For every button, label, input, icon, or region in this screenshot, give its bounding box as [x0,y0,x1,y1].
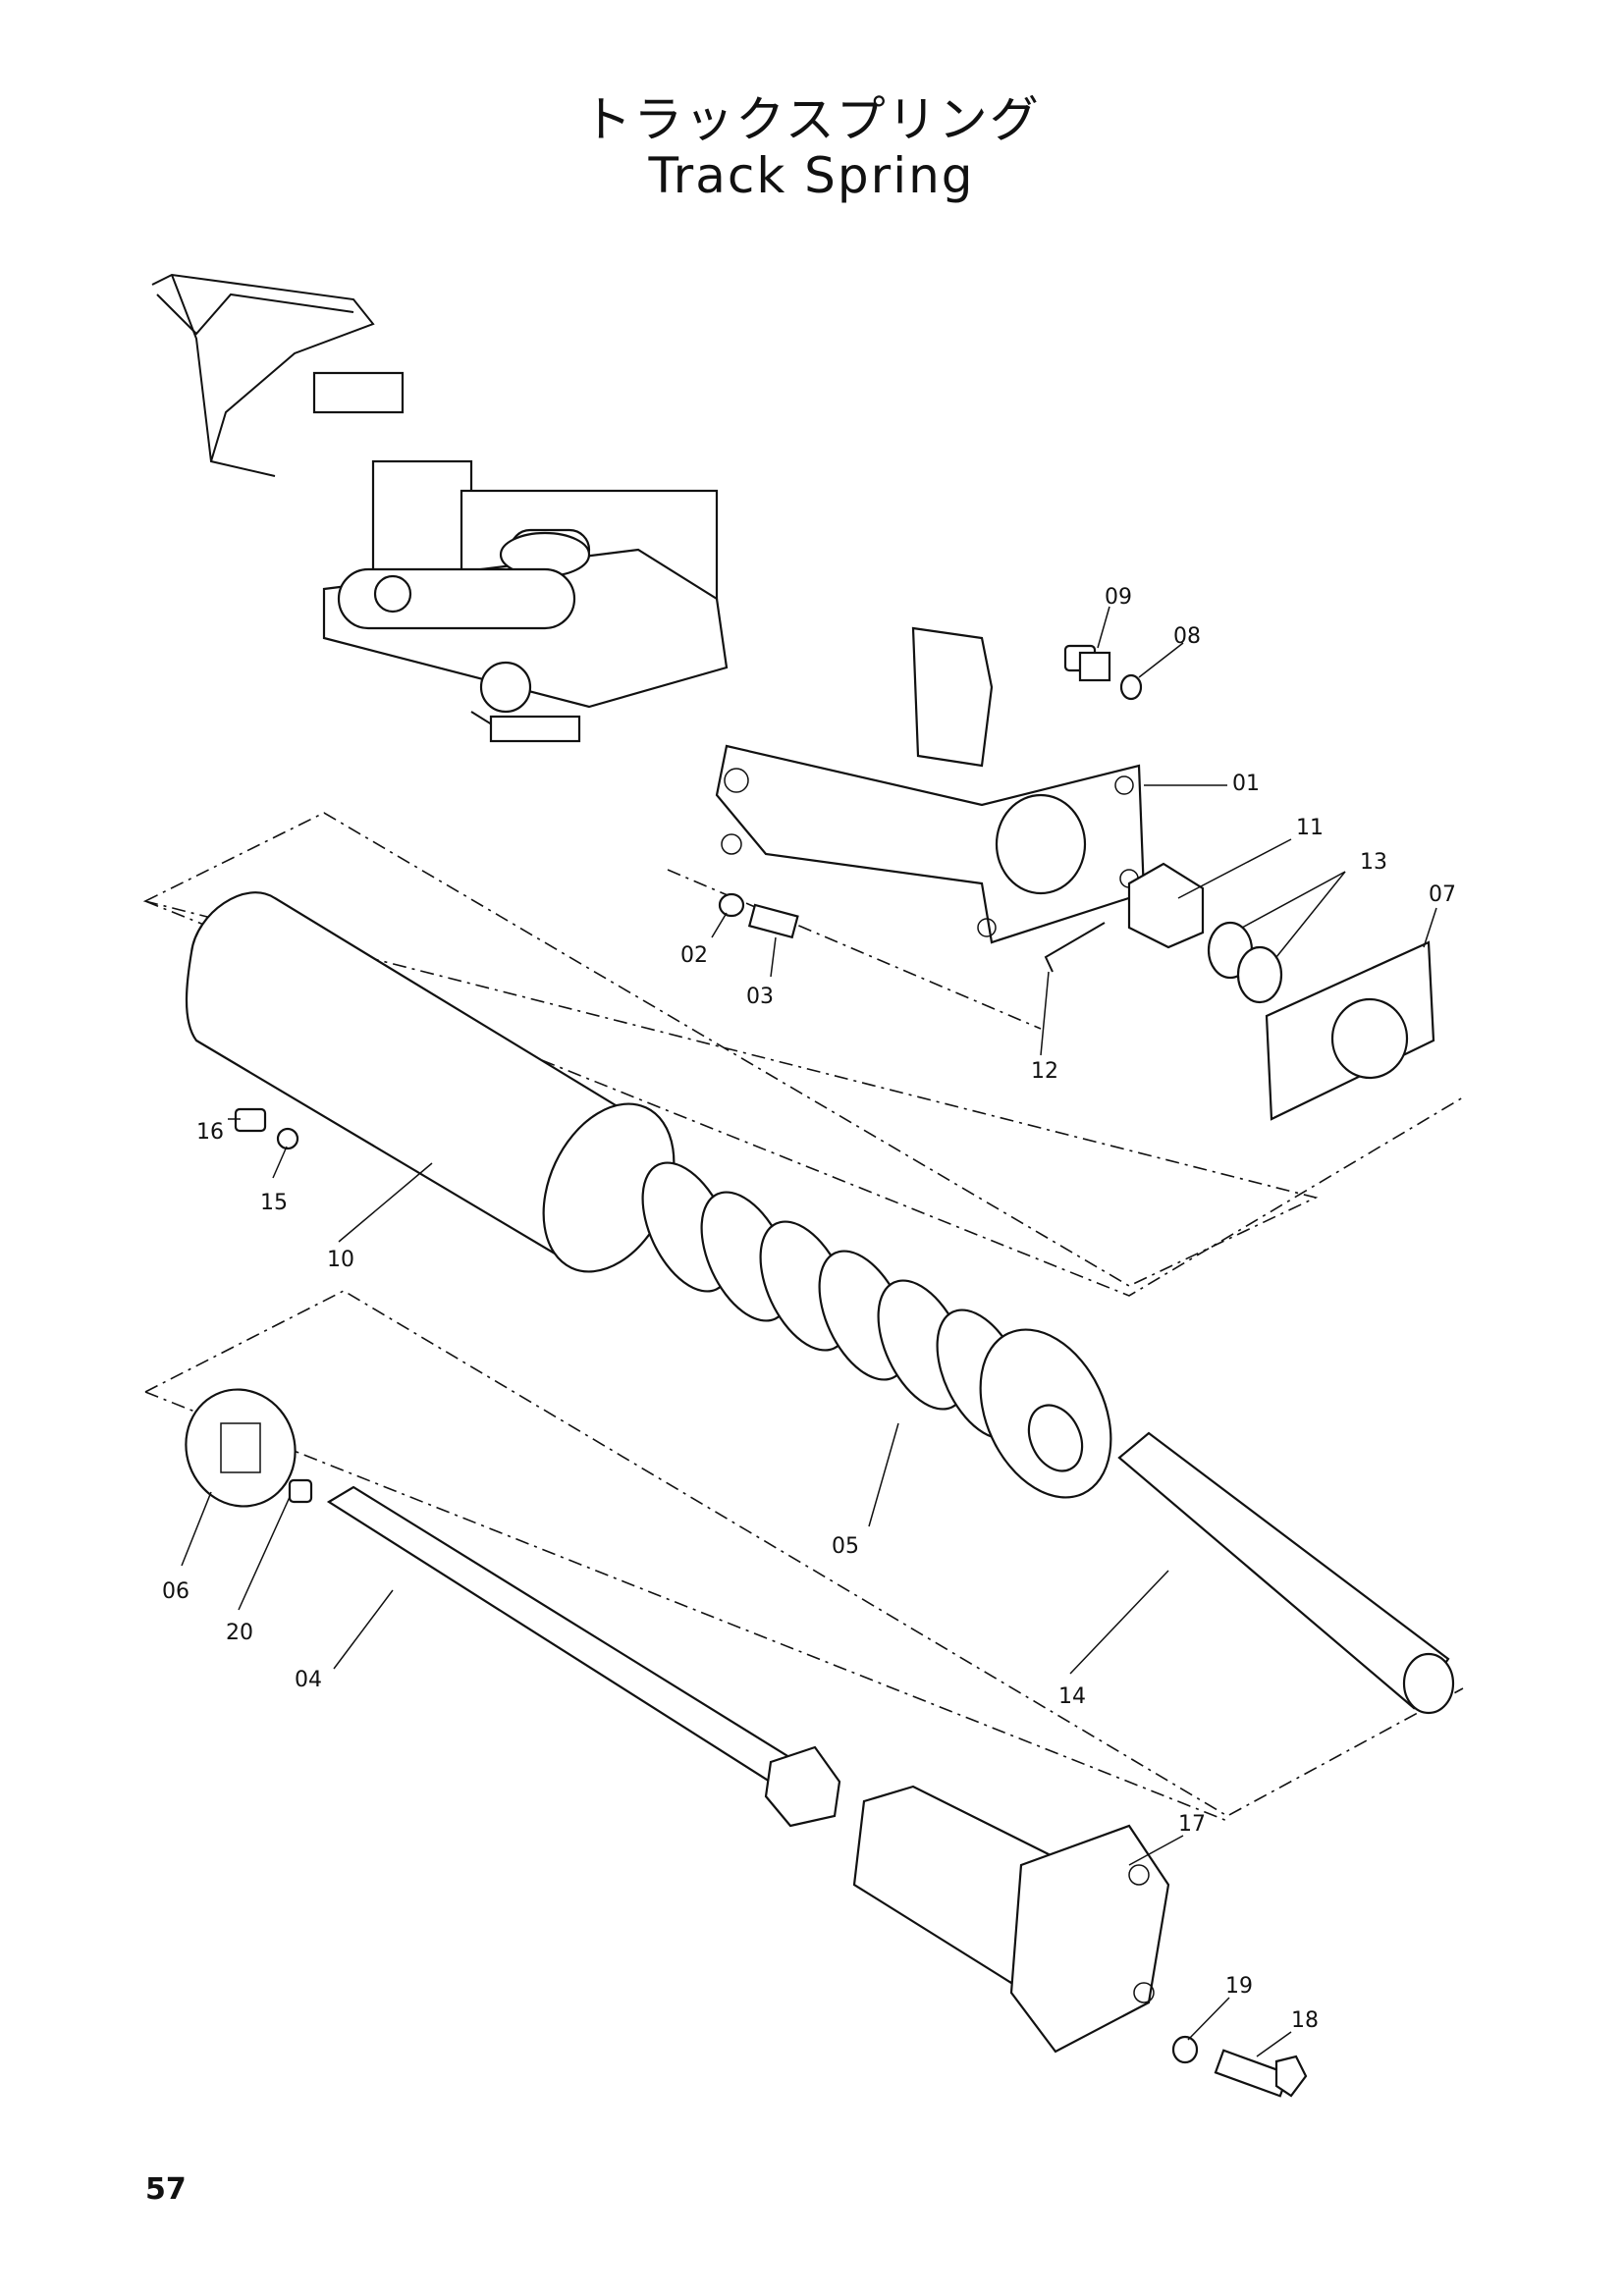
callout-10: 10 [327,1248,354,1272]
callout-09: 09 [1105,585,1132,610]
part-19-washer [1171,2035,1199,2064]
callout-13: 13 [1360,850,1387,875]
callout-02: 02 [680,943,708,968]
callout-16: 16 [196,1120,224,1145]
callout-12: 12 [1031,1059,1058,1084]
part-10-cylinder [185,891,676,1273]
part-05-spring [641,1161,1112,1499]
part-15-washer [276,1127,299,1150]
callout-04: 04 [295,1668,322,1692]
part-17-cylinder [852,1785,1170,2054]
part-16-bolt [234,1107,267,1133]
callout-01: 01 [1232,772,1260,796]
callout-14: 14 [1058,1684,1086,1709]
page-number: 57 [145,2172,187,2207]
callout-17: 17 [1178,1812,1206,1837]
callout-19: 19 [1225,1974,1253,1999]
part-14-tube [1117,1431,1455,1715]
callout-08: 08 [1173,624,1201,649]
callout-03: 03 [746,985,774,1009]
part-03-bolt [747,903,799,939]
excavator-overview-illustration [151,273,729,743]
callout-15: 15 [260,1191,288,1215]
part-12-pin [1044,922,1106,973]
callout-06: 06 [162,1579,189,1604]
part-01-bracket [715,626,1146,944]
guide-outline-upper [142,812,1319,1287]
callout-11: 11 [1296,816,1324,840]
part-20-pin [288,1478,313,1504]
part-04-rod [326,1485,841,1828]
part-13-washer-b [1236,945,1283,1004]
callout-05: 05 [832,1534,859,1559]
callout-07: 07 [1429,882,1456,907]
callout-18: 18 [1291,2008,1319,2033]
part-02-washer [718,892,745,918]
callout-20: 20 [226,1621,253,1645]
title-english: Track Spring [648,147,975,204]
part-08-washer [1119,673,1143,701]
part-11-nut [1127,862,1205,949]
title-japanese: トラックスプリング [582,91,1041,148]
part-06-retainer [185,1388,297,1508]
